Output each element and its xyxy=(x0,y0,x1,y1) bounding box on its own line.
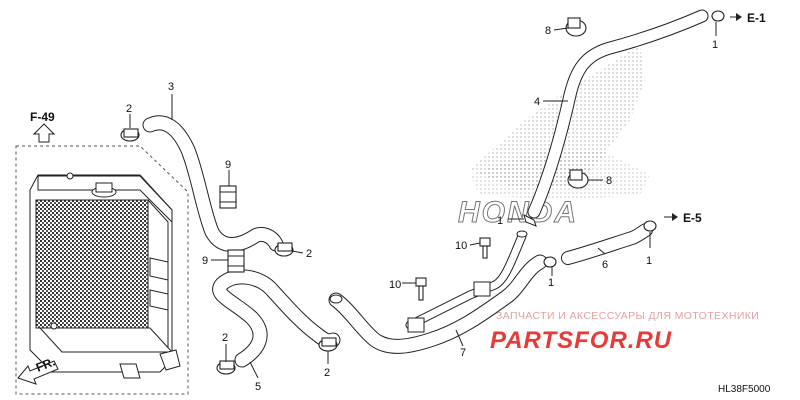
watermark-brand: PARTSFOR.RU xyxy=(490,327,672,354)
callout-1-e5: 1 xyxy=(646,255,652,267)
ref-e1: E-1 xyxy=(730,11,766,25)
callout-2-lower: 2 xyxy=(324,367,330,379)
callouts: 1 1 1 1 2 2 2 2 3 4 5 6 7 8 8 9 9 10 10 xyxy=(126,25,718,393)
honda-logo-text: HONDA xyxy=(458,196,578,229)
clamp-2-bottom xyxy=(216,360,236,375)
clamp-1-top xyxy=(711,10,725,22)
ref-f49-label: F-49 xyxy=(30,110,55,124)
callout-1-lower: 1 xyxy=(548,277,554,289)
callout-5: 5 xyxy=(255,381,261,393)
callout-3: 3 xyxy=(168,81,174,93)
ref-fr-label: FR. xyxy=(34,355,57,375)
callout-1-top: 1 xyxy=(712,39,718,51)
leader-lines xyxy=(129,22,717,379)
callout-10-upper: 10 xyxy=(455,240,467,252)
bolt-10-upper xyxy=(479,237,491,259)
callout-2-mid: 2 xyxy=(306,248,312,260)
clamp-8-top xyxy=(565,17,587,37)
ref-f49: F-49 xyxy=(30,110,56,143)
hose-5 xyxy=(212,269,341,368)
clamp-2-lower xyxy=(318,337,338,352)
callout-4: 4 xyxy=(534,96,540,108)
callout-8-top: 8 xyxy=(545,25,551,37)
callout-7: 7 xyxy=(460,347,466,359)
front-arrow: FR. xyxy=(17,355,59,385)
callout-6: 6 xyxy=(602,259,608,271)
clamp-9-upper xyxy=(219,185,237,209)
radiator xyxy=(29,172,181,379)
hose-6 xyxy=(561,223,653,265)
clamp-2-top xyxy=(120,128,140,142)
callout-1-mid: 1 xyxy=(497,215,503,227)
pipe-bracket-lower xyxy=(407,317,425,333)
clamp-8-mid xyxy=(567,169,589,189)
diagram-code: HL38F5000 xyxy=(718,384,771,395)
clamp-1-e5 xyxy=(643,220,657,232)
clamp-9-lower xyxy=(227,249,245,273)
ref-e5: E-5 xyxy=(664,211,702,225)
bolt-10-lower xyxy=(415,277,427,301)
watermark-caption: ЗАПЧАСТИ И АКСЕССУАРЫ ДЛЯ МОТОТЕХНИКИ xyxy=(496,310,759,322)
callout-10-lower: 10 xyxy=(389,279,401,291)
hose-4 xyxy=(523,9,709,227)
hose-3 xyxy=(142,115,284,252)
clamp-1-mid xyxy=(543,256,557,268)
pipe-7 xyxy=(328,230,548,354)
callout-8-mid: 8 xyxy=(606,175,612,187)
callout-9-upper: 9 xyxy=(225,159,231,171)
callout-2-top: 2 xyxy=(126,103,132,115)
radiator-group-outline xyxy=(15,145,189,395)
honda-logo: HONDA xyxy=(458,45,650,230)
clamp-2-mid xyxy=(274,242,294,257)
ref-e5-label: E-5 xyxy=(683,211,702,225)
callout-2-bottom: 2 xyxy=(222,332,228,344)
pipe-bracket-upper xyxy=(473,281,491,297)
watermark: ЗАПЧАСТИ И АКСЕССУАРЫ ДЛЯ МОТОТЕХНИКИ PA… xyxy=(490,310,759,354)
callout-9-lower: 9 xyxy=(202,255,208,267)
ref-e1-label: E-1 xyxy=(747,11,766,25)
